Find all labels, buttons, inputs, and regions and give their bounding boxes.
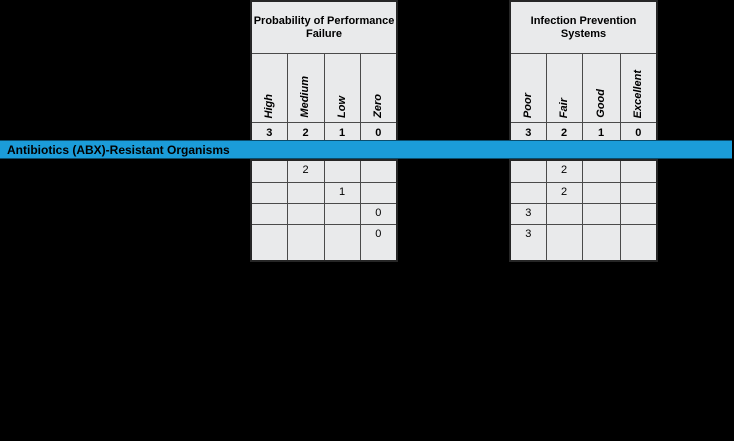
table-row: 3 bbox=[509, 203, 658, 225]
table-title-row: Infection Prevention Systems bbox=[509, 0, 658, 54]
grid-cell bbox=[509, 182, 547, 204]
grid-cell bbox=[323, 224, 361, 262]
grid-cell bbox=[619, 203, 658, 225]
grid-cell bbox=[581, 159, 621, 183]
column-label-text: Fair bbox=[557, 97, 570, 118]
table-row: 2 bbox=[250, 159, 398, 183]
column-label-text: Low bbox=[335, 96, 348, 118]
table-row: 0 bbox=[250, 224, 398, 262]
column-label-poor: Poor bbox=[509, 53, 547, 123]
grid-cell bbox=[323, 203, 361, 225]
grid-cell bbox=[359, 159, 398, 183]
grid-cell bbox=[619, 159, 658, 183]
grid-cell bbox=[545, 224, 583, 262]
column-label-fair: Fair bbox=[545, 53, 583, 123]
table-row: 2 bbox=[509, 159, 658, 183]
performance-failure-table-header: Probability of Performance Failure High … bbox=[250, 0, 399, 145]
grid-cell: 2 bbox=[545, 159, 583, 183]
grid-cell: 2 bbox=[286, 159, 325, 183]
category-banner-label: Antibiotics (ABX)-Resistant Organisms bbox=[7, 142, 230, 157]
performance-failure-title: Probability of Performance Failure bbox=[250, 0, 398, 54]
grid-cell bbox=[323, 159, 361, 183]
column-label-medium: Medium bbox=[286, 53, 325, 123]
score-cell: 3 bbox=[509, 122, 547, 145]
grid-cell bbox=[581, 203, 621, 225]
grid-cell: 3 bbox=[509, 203, 547, 225]
column-label-zero: Zero bbox=[359, 53, 398, 123]
column-label-text: Zero bbox=[371, 94, 384, 118]
column-label-text: Poor bbox=[521, 92, 534, 118]
column-label-high: High bbox=[250, 53, 288, 123]
column-label-good: Good bbox=[581, 53, 621, 123]
score-cell: 1 bbox=[581, 122, 621, 145]
grid-cell bbox=[581, 224, 621, 262]
grid-cell: 3 bbox=[509, 224, 547, 262]
column-label-text: High bbox=[262, 93, 275, 118]
grid-cell bbox=[250, 182, 288, 204]
grid-cell bbox=[250, 203, 288, 225]
grid-cell: 0 bbox=[359, 203, 398, 225]
score-cell: 2 bbox=[286, 122, 325, 145]
table-title-row: Probability of Performance Failure bbox=[250, 0, 398, 54]
grid-cell: 0 bbox=[359, 224, 398, 262]
score-cell: 0 bbox=[619, 122, 658, 145]
grid-cell bbox=[286, 182, 325, 204]
column-label-text: Excellent bbox=[631, 69, 644, 118]
grid-cell bbox=[250, 159, 288, 183]
infection-prevention-title: Infection Prevention Systems bbox=[509, 0, 658, 54]
grid-cell bbox=[286, 203, 325, 225]
grid-cell bbox=[359, 182, 398, 204]
column-label-row: Poor Fair Good Excellent bbox=[509, 53, 658, 123]
column-label-text: Good bbox=[594, 89, 607, 118]
column-label-text: Medium bbox=[299, 76, 311, 118]
category-banner: Antibiotics (ABX)-Resistant Organisms bbox=[0, 140, 732, 159]
column-score-row: 3 2 1 0 bbox=[509, 122, 658, 145]
grid-cell bbox=[545, 203, 583, 225]
grid-cell bbox=[619, 224, 658, 262]
grid-cell: 1 bbox=[323, 182, 361, 204]
grid-cell bbox=[509, 159, 547, 183]
grid-cell bbox=[250, 224, 288, 262]
table-row: 2 bbox=[509, 182, 658, 204]
table-row: 0 bbox=[250, 203, 398, 225]
column-label-excellent: Excellent bbox=[619, 53, 658, 123]
score-cell: 2 bbox=[545, 122, 583, 145]
grid-cell bbox=[619, 182, 658, 204]
grid-cell bbox=[581, 182, 621, 204]
infection-prevention-table-header: Infection Prevention Systems Poor Fair G… bbox=[509, 0, 659, 145]
table-row: 3 bbox=[509, 224, 658, 262]
grid-cell bbox=[286, 224, 325, 262]
score-cell: 3 bbox=[250, 122, 288, 145]
performance-failure-table-body: 2 1 0 0 bbox=[250, 159, 398, 262]
grid-cell: 2 bbox=[545, 182, 583, 204]
column-label-low: Low bbox=[323, 53, 361, 123]
table-row: 1 bbox=[250, 182, 398, 204]
infection-prevention-table-body: 2 2 3 3 bbox=[509, 159, 658, 262]
column-label-row: High Medium Low Zero bbox=[250, 53, 398, 123]
